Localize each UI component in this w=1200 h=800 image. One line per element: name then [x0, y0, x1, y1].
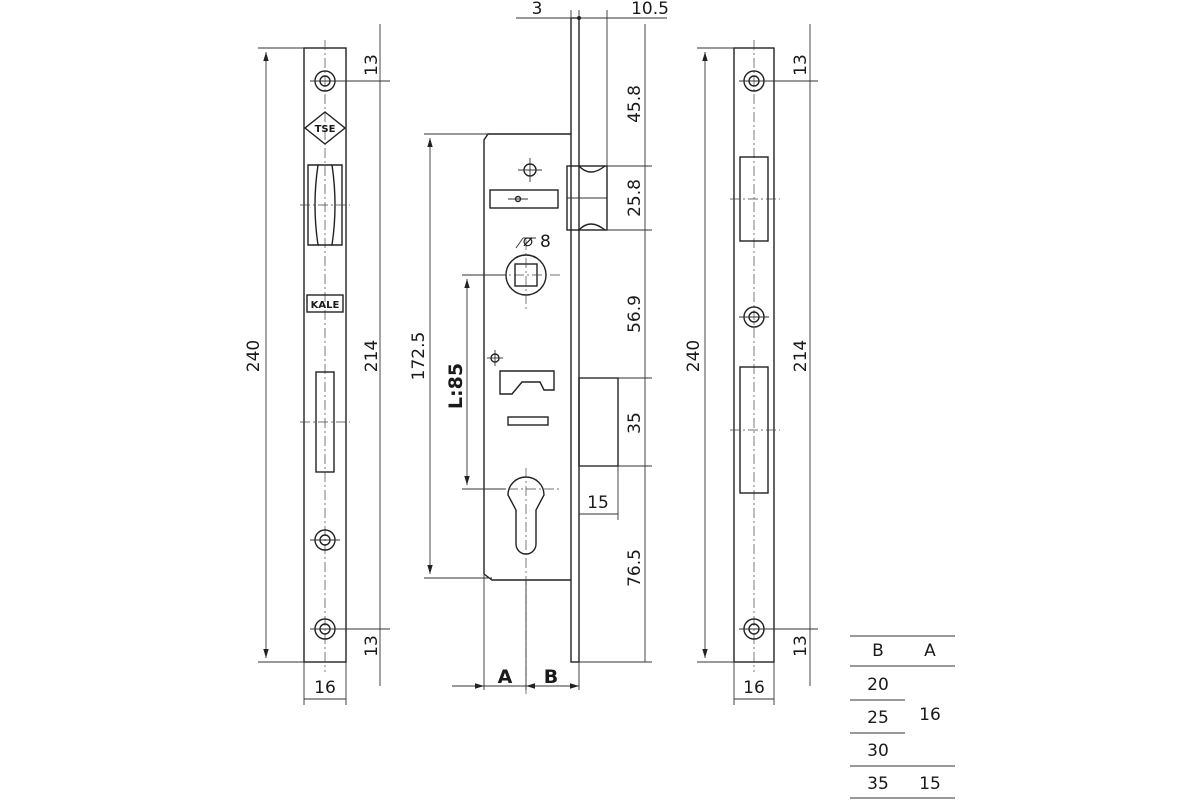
dim-172-5-label: 172.5	[409, 332, 429, 381]
table-row-b: 30	[867, 741, 889, 761]
dim-15: 15	[579, 466, 619, 520]
dim-3-label: 3	[532, 0, 543, 19]
left-faceplate: TSE KALE 240	[244, 24, 390, 705]
right-dim-13-bottom-label: 13	[791, 635, 811, 657]
left-dim-13-bottom-label: 13	[362, 635, 382, 657]
table-header-a: A	[924, 641, 936, 661]
left-dim-16-label: 16	[314, 678, 336, 698]
right-dim-16: 16	[733, 662, 775, 705]
left-top-screw-hole-icon	[310, 70, 340, 92]
dim-a-label: A	[498, 666, 513, 688]
left-dim-240: 240	[244, 47, 304, 663]
right-dim-240: 240	[684, 47, 734, 663]
dim-l85: L:85	[445, 274, 506, 490]
right-bolt-opening	[730, 366, 780, 494]
right-middle-screw-hole-icon	[739, 306, 769, 328]
table-row-a: 15	[919, 774, 941, 794]
bolt-slot	[507, 416, 549, 426]
kale-logo-icon: KALE	[306, 294, 344, 313]
left-dim-240-label: 240	[244, 340, 264, 372]
dim-25-8-label: 25.8	[625, 179, 645, 217]
spindle-follower: ⌀ 8	[496, 231, 560, 310]
right-chain-dims: 45.8 25.8 56.9 35 76.5	[579, 24, 652, 663]
left-latch-opening	[300, 164, 350, 246]
bolt-cam	[499, 370, 555, 395]
right-latch-opening	[730, 156, 780, 242]
left-dim-13-top-label: 13	[362, 54, 382, 76]
lock-body: ⌀ 8 172.5	[409, 0, 669, 694]
dim-76-5-label: 76.5	[625, 549, 645, 587]
tse-logo-icon: TSE	[303, 111, 347, 145]
dim-b-label: B	[544, 666, 558, 688]
right-dim-240-label: 240	[684, 340, 704, 372]
dim-56-9-label: 56.9	[625, 295, 645, 333]
right-dim-16-label: 16	[743, 678, 765, 698]
left-dim-214-label: 214	[362, 340, 382, 372]
dim-10-5-label: 10.5	[631, 0, 669, 19]
left-dim-16: 16	[303, 662, 347, 705]
tse-logo-text: TSE	[315, 124, 336, 135]
left-bolt-opening	[300, 371, 350, 473]
dim-45-8-label: 45.8	[625, 85, 645, 123]
right-dim-13-top-label: 13	[791, 54, 811, 76]
left-bottom-screw-hole-icon	[310, 618, 340, 640]
table-row-b: 25	[867, 708, 889, 728]
table-header-b: B	[872, 641, 884, 661]
latch-bolt	[489, 158, 608, 231]
top-dims: 3 10.5	[516, 0, 669, 166]
right-dim-214-label: 214	[791, 340, 811, 372]
dim-35-label: 35	[625, 412, 645, 434]
table-row-a: 16	[919, 705, 941, 725]
case-screw-icon	[487, 350, 503, 366]
table-row-b: 35	[867, 774, 889, 794]
left-middle-screw-hole-icon	[310, 529, 340, 551]
kale-logo-text: KALE	[311, 300, 340, 311]
ab-dims: A B	[452, 574, 580, 690]
spindle-diameter-label: ⌀	[523, 231, 533, 251]
right-dim-214: 214 13 13	[764, 24, 818, 686]
dim-172-5: 172.5	[409, 133, 492, 579]
right-strike-plate: 240 214 13 13 16	[684, 24, 818, 705]
dim-15-label: 15	[587, 493, 609, 513]
size-table: B A 20 25 16 30 35 15	[850, 635, 955, 799]
table-row-b: 20	[867, 675, 889, 695]
deadbolt	[578, 377, 619, 467]
forend-plate	[570, 17, 580, 663]
lock-case-outline	[483, 133, 571, 581]
spindle-diameter-value: 8	[540, 232, 551, 252]
dim-l85-label: L:85	[445, 363, 467, 409]
cylinder-profile-hole	[490, 468, 560, 694]
left-dim-214: 214 13 13	[336, 24, 390, 686]
